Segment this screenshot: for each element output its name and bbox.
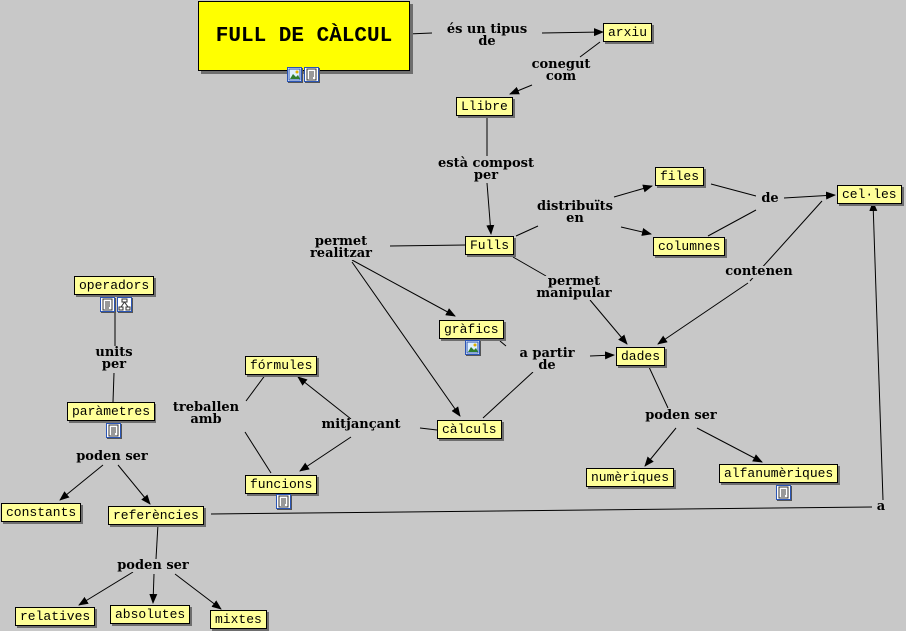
image-icon[interactable] [287,67,302,82]
phrase-de: de [756,192,784,205]
concept-arxiu[interactable]: arxiu [603,23,653,42]
connector-line [613,184,653,198]
connector-line [297,376,352,420]
connector-line [351,259,456,317]
phrase-mitjancant: mitjançant [303,418,419,431]
connector-line [579,41,601,58]
connector-line [482,371,534,419]
phrase-units-per: units per [84,346,144,371]
connector-line [486,182,495,235]
connector-line [351,261,461,417]
connector-line [696,427,763,463]
concept-relatives[interactable]: relatives [15,607,96,626]
concept-grafics[interactable]: gràfics [439,320,504,339]
connector-line [512,256,547,277]
concept-referencies[interactable]: referències [108,506,204,525]
connector-line [149,573,158,604]
connector-line [541,28,604,37]
connector-line [869,201,884,501]
concept-dades[interactable]: dades [616,347,666,366]
connector-line [419,427,438,431]
concept-constants[interactable]: constants [1,503,82,522]
connector-line [644,427,677,467]
phrase-distribuits-en: distribuïts en [519,200,631,225]
phrase-conegut-com: conegut com [516,58,606,83]
connector-line [589,299,628,345]
connector-line [244,431,272,474]
concept-operadors[interactable]: operadors [74,276,155,295]
connector-line [112,372,115,403]
phrase-es-un-tipus-de: és un tipus de [432,23,542,48]
connector-line [155,523,159,560]
connector-line [210,506,873,515]
concept-files[interactable]: files [655,167,705,186]
phrase-treballen-amb: treballen amb [156,401,256,426]
concept-fulls[interactable]: Fulls [465,236,515,255]
concept-funcions[interactable]: funcions [245,475,318,494]
phrase-a: a [872,500,890,513]
connector-line [499,340,507,347]
concept-map-icon[interactable] [117,297,132,312]
connector-line [657,282,749,345]
concept-celles[interactable]: cel·les [837,185,902,204]
connector-line [707,209,757,237]
phrase-permet-manipular: permet manipular [517,275,631,300]
document-icon[interactable] [106,423,121,438]
image-icon[interactable] [465,340,480,355]
concept-absolutes[interactable]: absolutes [110,605,191,624]
connector-line [589,351,615,360]
connector-line [389,244,467,247]
phrase-esta-compost-per: està compost per [419,157,553,182]
concept-calculs[interactable]: càlculs [437,420,502,439]
phrase-contenen: contenen [711,265,807,278]
phrase-poden-ser-dades: poden ser [629,409,733,422]
concept-numeriques[interactable]: numèriques [586,468,675,487]
document-icon[interactable] [304,67,319,82]
connector-line [78,571,134,606]
document-icon[interactable] [100,297,115,312]
connector-line [783,191,836,200]
connector-line [407,32,433,35]
connector-line [509,84,533,95]
phrase-permet-realitzar: permet realitzar [294,235,388,260]
document-icon[interactable] [276,494,291,509]
connector-line [710,183,757,197]
connector-line [299,436,352,472]
phrase-poden-ser-parametres: poden ser [60,450,164,463]
phrase-a-partir-de: a partir de [505,347,589,372]
concept-full-de-calcul[interactable]: FULL DE CÀLCUL [198,1,410,71]
concept-llibre[interactable]: Llibre [456,97,513,116]
connector-line [59,464,104,501]
document-icon[interactable] [776,485,791,500]
connector-line [117,464,151,505]
connector-line [174,573,222,610]
connector-line [245,373,267,402]
connector-line [620,226,652,236]
concept-mixtes[interactable]: mixtes [210,610,267,629]
concept-columnes[interactable]: columnes [653,237,726,256]
connector-line [648,366,669,409]
concept-alfanumeriques[interactable]: alfanumèriques [719,464,839,483]
concept-parametres[interactable]: paràmetres [67,402,156,421]
concept-formules[interactable]: fórmules [245,356,318,375]
phrase-poden-ser-referencies: poden ser [101,559,205,572]
connector-line [515,225,539,237]
